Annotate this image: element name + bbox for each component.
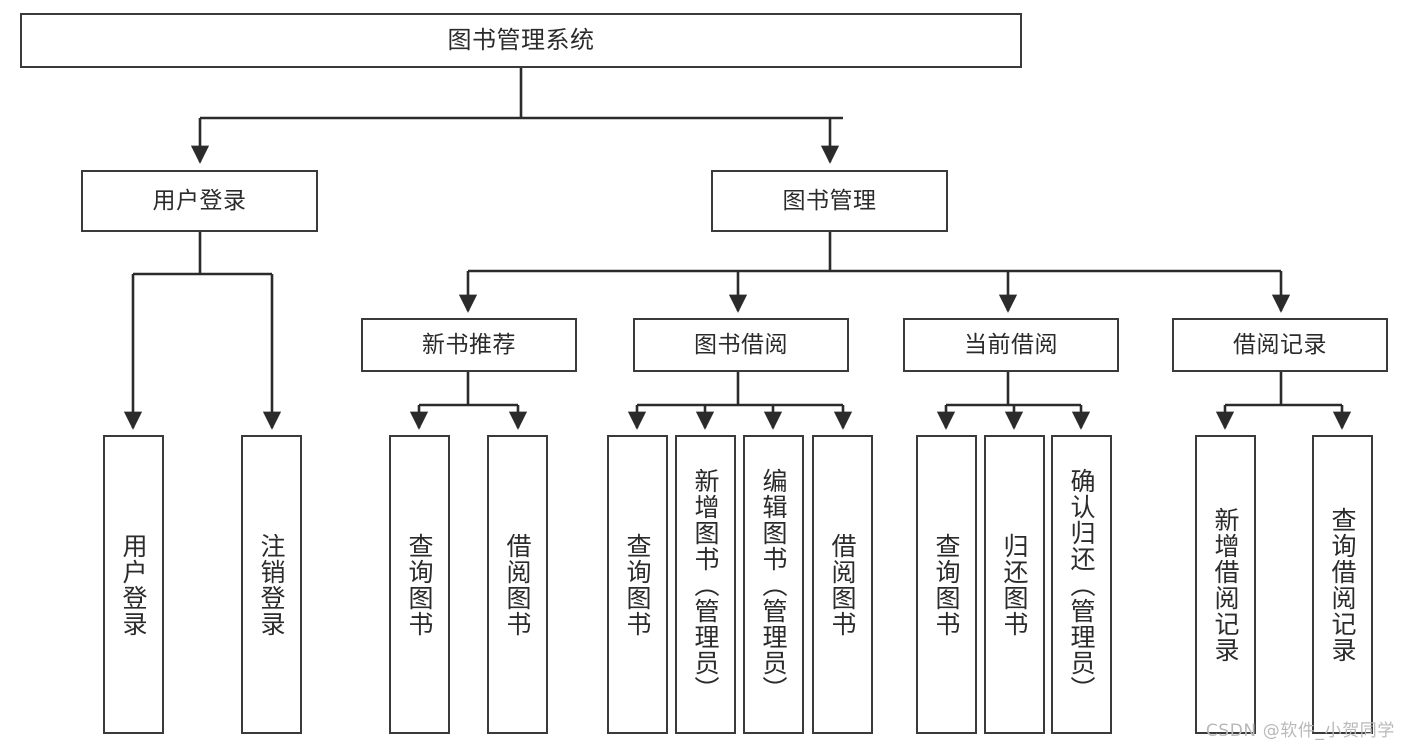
node-borrow-record[interactable]: 借阅记录 [1172,318,1388,372]
node-new-book-recommend[interactable]: 新书推荐 [361,318,577,372]
node-leaf-confirm-return[interactable]: 确认归还（管理员） [1051,435,1112,734]
node-leaf-logout[interactable]: 注销登录 [241,435,302,734]
node-leaf-edit-book[interactable]: 编辑图书（管理员） [743,435,804,734]
node-label: 查询图书 [932,532,961,637]
node-book-borrow[interactable]: 图书借阅 [633,318,849,372]
node-label: 当前借阅 [964,331,1058,358]
node-label: 借阅图书 [828,532,857,637]
node-leaf-add-record[interactable]: 新增借阅记录 [1195,435,1256,734]
node-leaf-query-book-2[interactable]: 查询图书 [607,435,668,734]
node-book-manage[interactable]: 图书管理 [711,170,948,232]
node-label: 图书借阅 [694,331,788,358]
node-label: 查询借阅记录 [1328,506,1357,663]
node-leaf-add-book[interactable]: 新增图书（管理员） [675,435,736,734]
node-leaf-query-record[interactable]: 查询借阅记录 [1312,435,1373,734]
node-leaf-query-book-1[interactable]: 查询图书 [389,435,450,734]
node-current-borrow[interactable]: 当前借阅 [903,318,1119,372]
node-leaf-query-book-3[interactable]: 查询图书 [916,435,977,734]
node-label: 新增借阅记录 [1211,506,1240,663]
node-label: 借阅图书 [503,532,532,637]
node-label: 编辑图书（管理员） [759,467,788,702]
node-label: 图书管理 [782,187,877,214]
node-label: 确认归还（管理员） [1067,467,1096,702]
node-user-login[interactable]: 用户登录 [81,170,318,232]
node-label: 查询图书 [623,532,652,637]
node-label: 新增图书（管理员） [691,467,720,702]
node-label: 用户登录 [152,187,247,214]
node-label: 注销登录 [257,532,286,637]
node-label: 查询图书 [405,532,434,637]
node-label: 借阅记录 [1233,331,1327,358]
node-leaf-return-book[interactable]: 归还图书 [984,435,1045,734]
node-label: 用户登录 [119,532,148,637]
node-label: 归还图书 [1000,532,1029,637]
node-root-book-management-system[interactable]: 图书管理系统 [20,13,1022,68]
csdn-watermark: CSDN @软件_小贺同学 [1205,721,1395,741]
node-leaf-borrow-book-1[interactable]: 借阅图书 [487,435,548,734]
node-leaf-user-login[interactable]: 用户登录 [103,435,164,734]
node-label: 新书推荐 [422,331,516,358]
node-leaf-borrow-book-2[interactable]: 借阅图书 [812,435,873,734]
node-label: 图书管理系统 [447,25,595,54]
